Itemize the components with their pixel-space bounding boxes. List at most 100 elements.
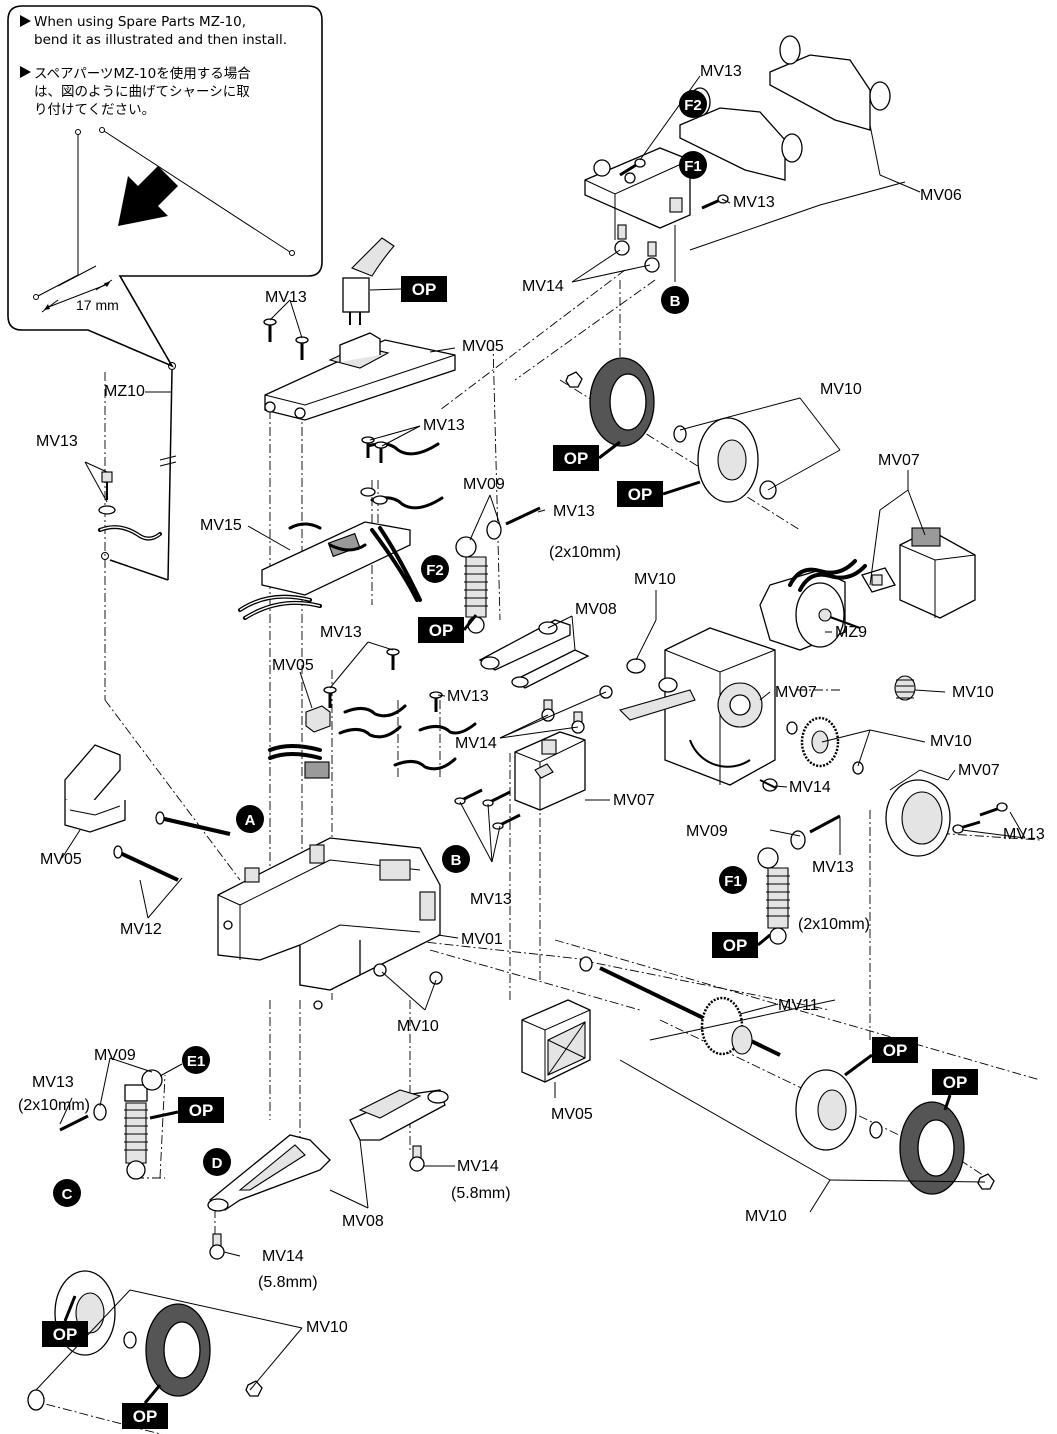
marker-d: D (203, 1148, 231, 1176)
label-mv05: MV05 (462, 338, 504, 355)
op-badge: OP (617, 480, 701, 507)
label-mv13: MV13 (812, 859, 854, 876)
marker-f2: F2 (421, 555, 449, 583)
note-ja-line-1: スペアパーツMZ-10を使用する場合 (34, 65, 251, 82)
callout-note: When using Spare Parts MZ-10, bend it as… (7, 5, 323, 368)
label-mv14: MV14 (789, 779, 831, 796)
label-mv10: MV10 (745, 1208, 787, 1225)
mv05-small-part (268, 648, 477, 779)
marker-b: B (442, 845, 470, 873)
label-mv07: MV07 (613, 792, 655, 809)
op-badge: OP (122, 1384, 168, 1429)
op-badge: OP (844, 1037, 918, 1077)
label-mv14: MV14 (455, 735, 497, 752)
mv05-side-cover-left (64, 744, 126, 833)
mv13-screws-top (263, 318, 309, 360)
mv10-spur-gear (786, 716, 864, 775)
note-en-line-2: bend it as illustrated and then install. (34, 32, 287, 48)
label-mv10: MV10 (952, 684, 994, 701)
label-mv07: MV07 (775, 684, 817, 701)
label-mv14: MV14 (522, 278, 564, 295)
mz9-motor (759, 559, 867, 651)
label-mv13: MV13 (447, 688, 489, 705)
op-badge: OP (149, 1097, 224, 1123)
marker-c: C (53, 1179, 81, 1207)
label-mv10: MV10 (397, 1018, 439, 1035)
svg-text:OP: OP (883, 1041, 908, 1060)
svg-text:OP: OP (943, 1073, 968, 1092)
label-mv13: MV13 (265, 289, 307, 306)
label-mv13: MV13 (733, 194, 775, 211)
label-mv11: MV11 (778, 997, 819, 1014)
svg-text:OP: OP (429, 621, 454, 640)
bent-wire-illustration: 17 mm (33, 127, 295, 313)
front-wheel-upper (565, 357, 777, 503)
arrow-icon (118, 166, 178, 226)
svg-text:F2: F2 (684, 97, 702, 114)
mv09-shock-left (59, 1069, 163, 1180)
mv13-screws-rear (952, 802, 1008, 834)
label-mv10: MV10 (820, 381, 862, 398)
marker-f2: F2 (679, 90, 707, 118)
marker-f1: F1 (679, 151, 707, 179)
mz10-wire (101, 362, 177, 581)
mv11-rear-axle (579, 956, 781, 1057)
part-labels: MV13 MV13 MV06 MV14 MV13 MV05 MZ10 MV10 … (18, 63, 1045, 1336)
label-mv08: MV08 (575, 601, 617, 618)
label-mv13: MV13 (320, 624, 362, 641)
svg-text:OP: OP (628, 485, 653, 504)
label-mv13: MV13 (1003, 826, 1045, 843)
svg-text:F2: F2 (426, 562, 444, 579)
label-mv10: MV10 (634, 571, 676, 588)
svg-text:F1: F1 (684, 158, 702, 175)
svg-text:B: B (670, 293, 681, 310)
label-mv13: MV13 (553, 503, 595, 520)
label-mv08: MV08 (342, 1213, 384, 1230)
op-badge: OP (418, 614, 478, 643)
mv08-lower-arms (207, 1089, 449, 1212)
label-mv15: MV15 (200, 517, 242, 534)
op-badge: OP (553, 440, 621, 471)
label-mv10: MV10 (930, 733, 972, 750)
mv01-chassis (217, 837, 443, 1010)
mv07-motor-mount (861, 527, 976, 619)
svg-text:C: C (62, 1186, 73, 1203)
label-mv14: MV14 (262, 1248, 304, 1265)
label-size-ball: (5.8mm) (258, 1274, 318, 1291)
mv14-balls-top (614, 224, 660, 273)
label-mv12: MV12 (120, 921, 162, 938)
svg-text:A: A (245, 812, 256, 829)
label-mz9: MZ9 (835, 624, 867, 641)
mv09-shock-f2 (455, 506, 541, 634)
triangle-bullet-icon (20, 66, 31, 78)
mv10-pinion (894, 675, 916, 701)
label-mv01: MV01 (461, 931, 503, 948)
mv15-circuit-board (238, 436, 444, 620)
label-mv13: MV13 (470, 891, 512, 908)
label-mv13: MV13 (32, 1074, 74, 1091)
dimension-label: 17 mm (76, 297, 119, 313)
triangle-bullet-icon (20, 15, 31, 27)
circle-markers: F2 F1 B F2 A B F1 E1 (53, 90, 747, 1207)
marker-a: A (236, 805, 264, 833)
label-size-screw: (2x10mm) (18, 1097, 90, 1114)
label-size-screw: (2x10mm) (798, 916, 870, 933)
svg-text:E1: E1 (187, 1053, 205, 1070)
label-mv05: MV05 (40, 851, 82, 868)
mv07-rear-cover (885, 769, 951, 857)
label-mv13: MV13 (423, 417, 465, 434)
label-mv05: MV05 (272, 657, 314, 674)
servo-connector (342, 237, 395, 325)
label-mv13: MV13 (36, 433, 78, 450)
label-mv05: MV05 (551, 1106, 593, 1123)
marker-b: B (661, 286, 689, 314)
svg-text:OP: OP (189, 1101, 214, 1120)
assembly-guide-lines (29, 269, 1041, 1434)
svg-text:OP: OP (564, 449, 589, 468)
mv07-bulkhead-front (514, 731, 586, 811)
label-size-ball: (5.8mm) (451, 1185, 511, 1202)
svg-text:OP: OP (133, 1407, 158, 1426)
note-ja-line-3: り付けてください。 (34, 102, 155, 118)
op-badge: OP (932, 1069, 978, 1111)
